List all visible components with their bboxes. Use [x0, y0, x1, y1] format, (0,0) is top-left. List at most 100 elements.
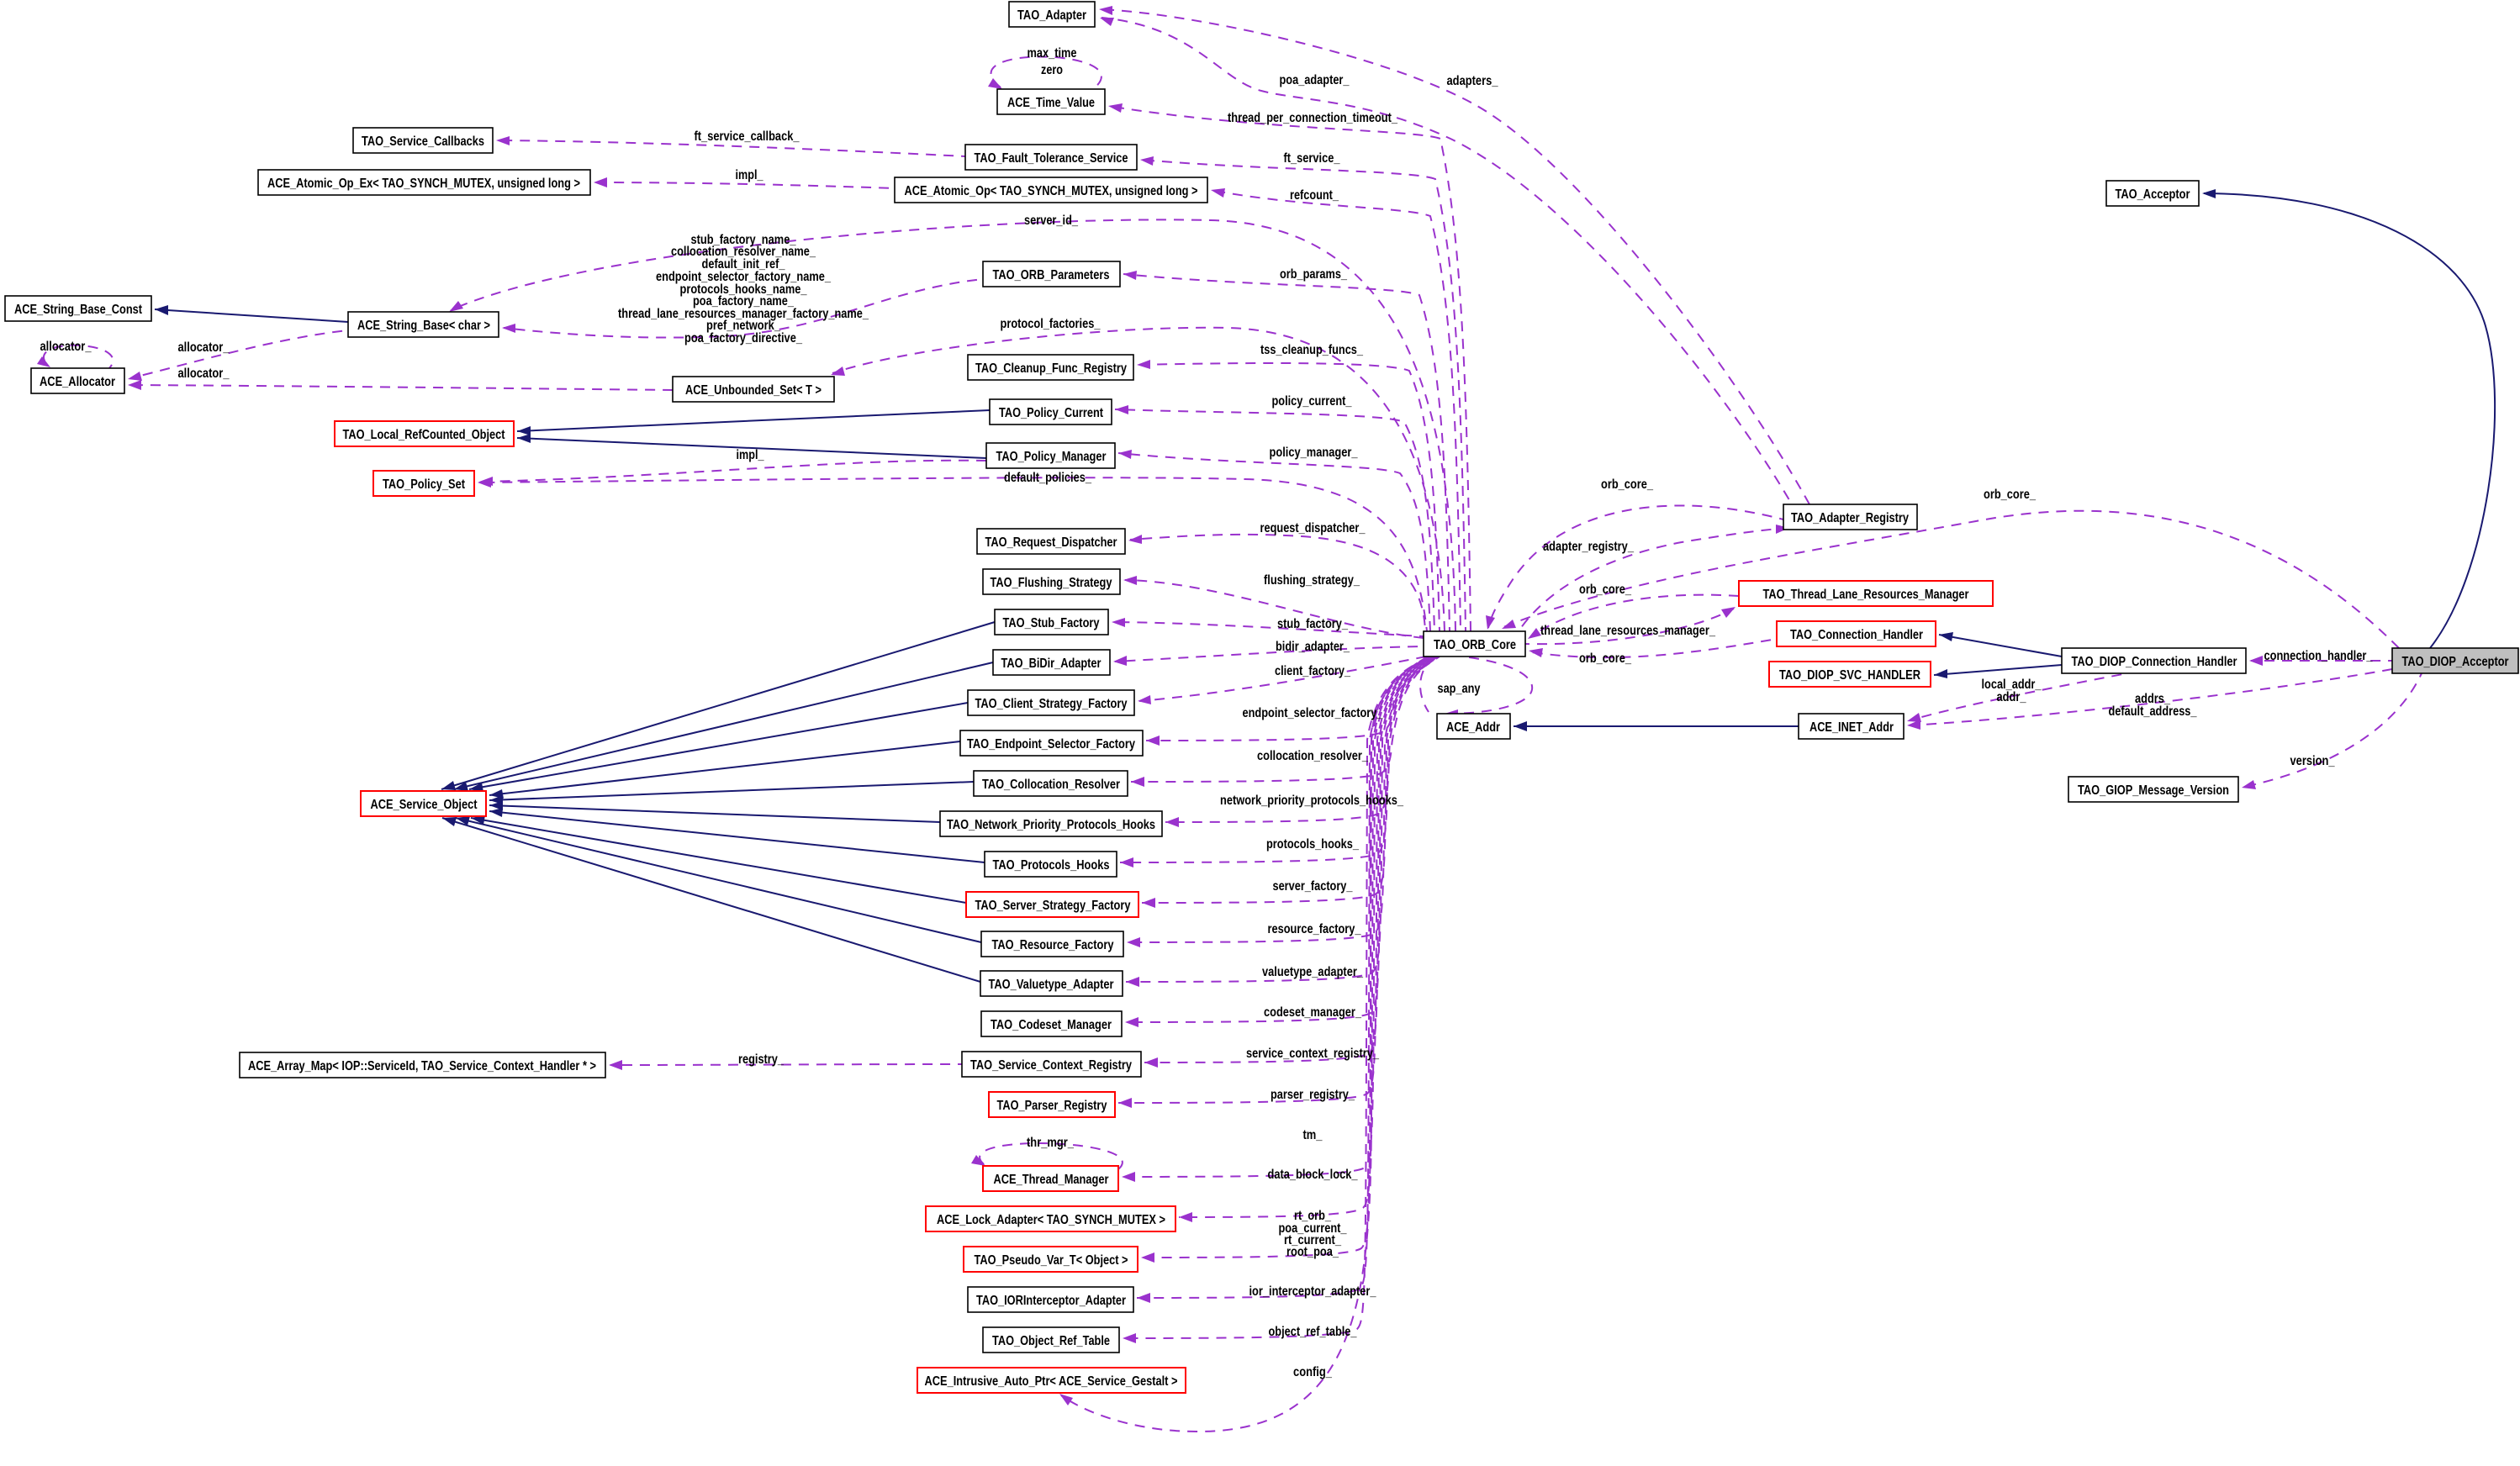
svg-text:valuetype_adapter_: valuetype_adapter_ [1262, 965, 1364, 979]
svg-text:ACE_Intrusive_Auto_Ptr< ACE_Se: ACE_Intrusive_Auto_Ptr< ACE_Service_Gest… [925, 1374, 1178, 1389]
svg-text:TAO_GIOP_Message_Version: TAO_GIOP_Message_Version [2078, 783, 2229, 798]
svg-text:orb_core_: orb_core_ [1984, 488, 2037, 502]
svg-text:pref_network_: pref_network_ [706, 319, 781, 333]
svg-text:ACE_Allocator: ACE_Allocator [40, 375, 115, 389]
svg-text:impl_: impl_ [736, 168, 764, 182]
svg-text:registry_: registry_ [738, 1052, 785, 1067]
svg-text:server_id_: server_id_ [1024, 214, 1079, 228]
svg-text:ACE_INET_Addr: ACE_INET_Addr [1809, 720, 1894, 735]
svg-text:endpoint_selector_factory_name: endpoint_selector_factory_name_ [656, 270, 832, 284]
svg-text:TAO_Adapter: TAO_Adapter [1017, 8, 1086, 23]
svg-text:ACE_Unbounded_Set< T >: ACE_Unbounded_Set< T > [685, 383, 822, 398]
svg-text:allocator_: allocator_ [40, 340, 92, 354]
svg-text:TAO_Client_Strategy_Factory: TAO_Client_Strategy_Factory [975, 697, 1128, 711]
svg-text:TAO_Flushing_Strategy: TAO_Flushing_Strategy [991, 576, 1112, 590]
svg-text:stub_factory_: stub_factory_ [1277, 617, 1349, 631]
svg-text:endpoint_selector_factory_: endpoint_selector_factory_ [1243, 706, 1384, 720]
svg-text:TAO_Policy_Manager: TAO_Policy_Manager [996, 450, 1107, 464]
svg-text:ACE_Thread_Manager: ACE_Thread_Manager [994, 1173, 1109, 1187]
svg-text:ACE_Time_Value: ACE_Time_Value [1007, 96, 1095, 110]
svg-text:rt_current_: rt_current_ [1284, 1233, 1342, 1247]
svg-text:TAO_Server_Strategy_Factory: TAO_Server_Strategy_Factory [975, 899, 1131, 913]
svg-text:TAO_DIOP_Acceptor: TAO_DIOP_Acceptor [2402, 655, 2509, 669]
svg-text:service_context_registry_: service_context_registry_ [1246, 1047, 1380, 1061]
svg-text:client_factory_: client_factory_ [1275, 664, 1351, 678]
svg-text:collocation_resolver_name_: collocation_resolver_name_ [671, 245, 816, 259]
svg-text:allocator_: allocator_ [178, 366, 230, 381]
svg-text:TAO_Network_Priority_Protocols: TAO_Network_Priority_Protocols_Hooks [947, 818, 1155, 832]
svg-text:zero: zero [1041, 63, 1063, 77]
svg-text:rt_orb_: rt_orb_ [1294, 1209, 1332, 1223]
svg-text:TAO_Adapter_Registry: TAO_Adapter_Registry [1791, 511, 1909, 525]
svg-text:default_policies_: default_policies_ [1004, 471, 1092, 485]
svg-text:ACE_String_Base_Const: ACE_String_Base_Const [14, 303, 143, 317]
svg-text:TAO_Request_Dispatcher: TAO_Request_Dispatcher [985, 535, 1117, 550]
svg-text:sap_any: sap_any [1438, 682, 1481, 696]
svg-text:local_addr_: local_addr_ [1982, 678, 2042, 692]
svg-text:collocation_resolver_: collocation_resolver_ [1257, 749, 1369, 763]
svg-text:version_: version_ [2290, 754, 2336, 768]
svg-text:poa_factory_name_: poa_factory_name_ [693, 294, 795, 308]
svg-text:orb_core_: orb_core_ [1579, 583, 1632, 597]
svg-text:thread_lane_resources_manager_: thread_lane_resources_manager_ [1540, 624, 1716, 638]
svg-text:TAO_BiDir_Adapter: TAO_BiDir_Adapter [1001, 657, 1102, 671]
svg-text:ACE_String_Base< char >: ACE_String_Base< char > [357, 319, 490, 333]
svg-text:TAO_Cleanup_Func_Registry: TAO_Cleanup_Func_Registry [975, 361, 1127, 376]
svg-text:protocols_hooks_: protocols_hooks_ [1266, 837, 1360, 852]
svg-text:server_factory_: server_factory_ [1273, 879, 1354, 894]
svg-text:ACE_Service_Object: ACE_Service_Object [371, 798, 478, 812]
svg-text:ior_interceptor_adapter_: ior_interceptor_adapter_ [1249, 1284, 1377, 1299]
svg-text:flushing_strategy_: flushing_strategy_ [1264, 573, 1360, 588]
svg-text:TAO_Protocols_Hooks: TAO_Protocols_Hooks [993, 858, 1110, 873]
svg-text:ACE_Lock_Adapter< TAO_SYNCH_MU: ACE_Lock_Adapter< TAO_SYNCH_MUTEX > [937, 1213, 1165, 1227]
svg-text:ACE_Array_Map< IOP::ServiceId,: ACE_Array_Map< IOP::ServiceId, TAO_Servi… [248, 1059, 596, 1073]
svg-text:refcount_: refcount_ [1290, 188, 1339, 203]
svg-text:allocator_: allocator_ [178, 340, 230, 355]
svg-text:TAO_ORB_Parameters: TAO_ORB_Parameters [993, 268, 1110, 282]
svg-text:TAO_Acceptor: TAO_Acceptor [2116, 187, 2190, 202]
svg-text:ft_service_: ft_service_ [1284, 151, 1341, 166]
svg-text:TAO_Endpoint_Selector_Factory: TAO_Endpoint_Selector_Factory [967, 737, 1135, 751]
svg-text:protocols_hooks_name_: protocols_hooks_name_ [680, 282, 808, 297]
svg-text:thread_lane_resources_manager_: thread_lane_resources_manager_factory_na… [618, 307, 869, 321]
svg-text:TAO_Codeset_Manager: TAO_Codeset_Manager [991, 1018, 1112, 1032]
svg-text:tss_cleanup_funcs_: tss_cleanup_funcs_ [1260, 343, 1364, 357]
svg-text:data_block_lock_: data_block_lock_ [1268, 1168, 1359, 1182]
svg-text:TAO_Thread_Lane_Resources_Mana: TAO_Thread_Lane_Resources_Manager [1763, 588, 1969, 602]
svg-text:thread_per_connection_timeout_: thread_per_connection_timeout_ [1228, 111, 1398, 125]
svg-text:config_: config_ [1293, 1365, 1333, 1379]
svg-text:default_address_: default_address_ [2109, 704, 2198, 719]
svg-text:TAO_Pseudo_Var_T< Object >: TAO_Pseudo_Var_T< Object > [975, 1253, 1128, 1268]
svg-text:TAO_Service_Callbacks: TAO_Service_Callbacks [362, 134, 484, 149]
svg-text:TAO_Local_RefCounted_Object: TAO_Local_RefCounted_Object [343, 428, 506, 442]
svg-text:bidir_adapter_: bidir_adapter_ [1276, 640, 1350, 654]
svg-text:resource_factory_: resource_factory_ [1268, 922, 1362, 936]
svg-text:network_priority_protocols_hoo: network_priority_protocols_hooks_ [1220, 794, 1404, 808]
svg-text:poa_adapter_: poa_adapter_ [1280, 73, 1350, 87]
svg-text:protocol_factories_: protocol_factories_ [1001, 317, 1102, 331]
svg-text:TAO_Object_Ref_Table: TAO_Object_Ref_Table [992, 1334, 1110, 1348]
svg-text:thr_mgr_: thr_mgr_ [1027, 1136, 1075, 1150]
svg-text:addr_: addr_ [1997, 690, 2027, 704]
svg-text:ft_service_callback_: ft_service_callback_ [695, 129, 800, 144]
svg-text:TAO_Policy_Current: TAO_Policy_Current [999, 406, 1104, 420]
svg-text:ACE_Atomic_Op< TAO_SYNCH_MUTEX: ACE_Atomic_Op< TAO_SYNCH_MUTEX, unsigned… [905, 184, 1198, 198]
svg-text:TAO_ORB_Core: TAO_ORB_Core [1434, 638, 1516, 652]
svg-text:poa_factory_directive_: poa_factory_directive_ [684, 331, 803, 345]
svg-text:TAO_Fault_Tolerance_Service: TAO_Fault_Tolerance_Service [975, 151, 1128, 166]
svg-text:TAO_DIOP_SVC_HANDLER: TAO_DIOP_SVC_HANDLER [1779, 668, 1920, 683]
svg-text:tm_: tm_ [1303, 1128, 1323, 1142]
svg-text:TAO_Policy_Set: TAO_Policy_Set [383, 477, 466, 492]
svg-text:TAO_Collocation_Resolver: TAO_Collocation_Resolver [982, 778, 1120, 792]
svg-text:TAO_Resource_Factory: TAO_Resource_Factory [992, 938, 1114, 952]
svg-text:TAO_Valuetype_Adapter: TAO_Valuetype_Adapter [989, 978, 1114, 992]
svg-text:TAO_Parser_Registry: TAO_Parser_Registry [997, 1099, 1107, 1113]
svg-text:TAO_DIOP_Connection_Handler: TAO_DIOP_Connection_Handler [2072, 655, 2237, 669]
svg-text:max_time: max_time [1028, 46, 1077, 61]
svg-text:impl_: impl_ [737, 448, 765, 462]
svg-text:TAO_IORInterceptor_Adapter: TAO_IORInterceptor_Adapter [976, 1294, 1126, 1308]
svg-text:poa_current_: poa_current_ [1279, 1221, 1348, 1236]
svg-text:default_init_ref_: default_init_ref_ [702, 257, 786, 272]
svg-text:addrs_: addrs_ [2135, 692, 2171, 706]
svg-text:orb_params_: orb_params_ [1280, 267, 1348, 282]
